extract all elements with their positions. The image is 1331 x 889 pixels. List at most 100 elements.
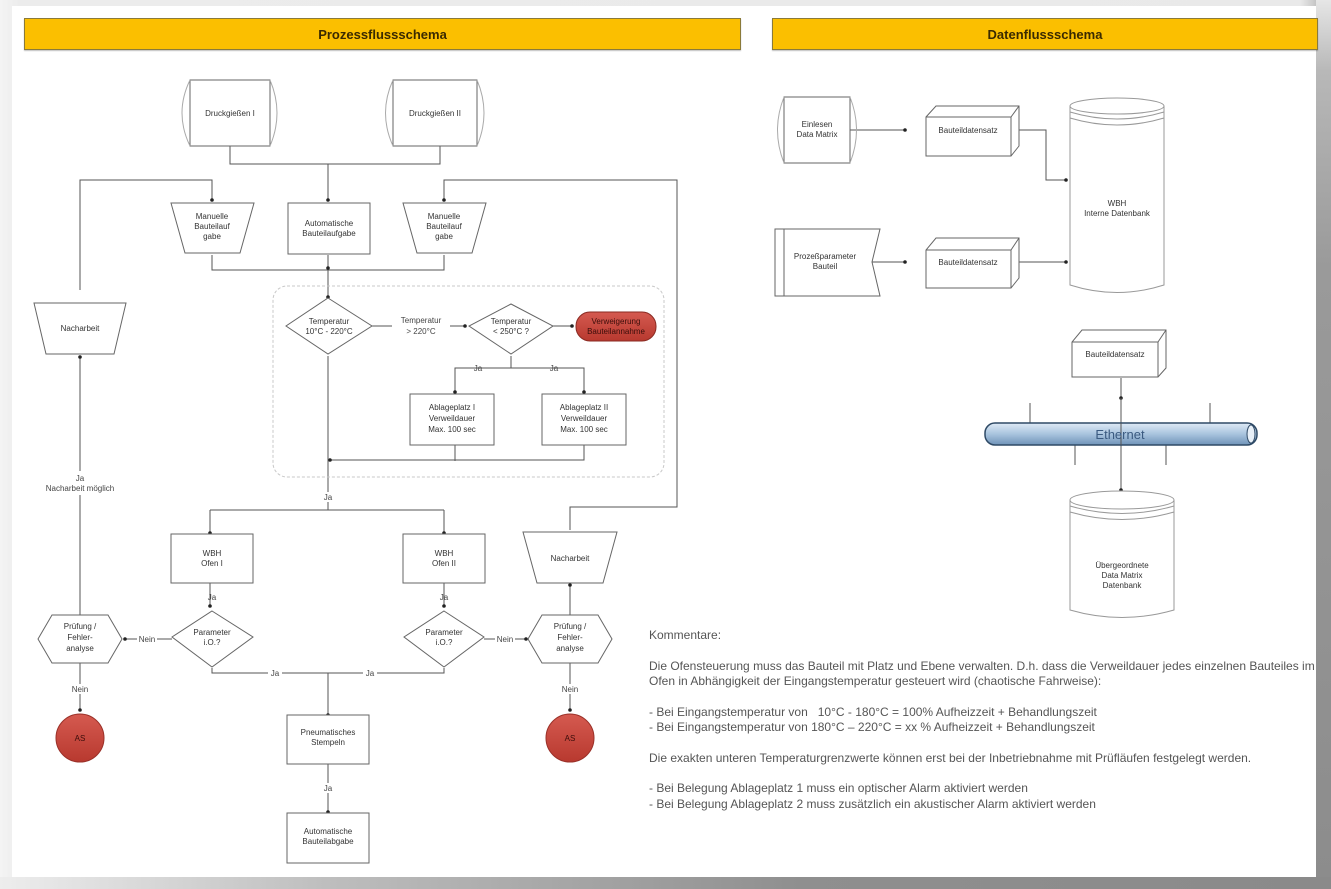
svg-text:Automatische: Automatische <box>304 827 353 836</box>
oven-1: WBH Ofen I <box>170 533 254 584</box>
svg-text:Übergeordnete: Übergeordnete <box>1095 561 1149 570</box>
comments-paragraph-1: Die Ofensteuerung muss das Bauteil mit P… <box>649 658 1315 689</box>
label-ja-param-1: Ja <box>208 593 217 602</box>
label-nein-param-1: Nein <box>139 635 155 644</box>
process-parameters: Prozeßparameter Bauteil <box>774 228 881 297</box>
svg-text:Interne Datenbank: Interne Datenbank <box>1084 209 1151 218</box>
svg-text:Ablageplatz II: Ablageplatz II <box>560 403 608 412</box>
auto-input-box: Automatische Bauteilaufgabe <box>287 202 371 255</box>
page-shadow-right <box>1316 0 1331 889</box>
scrap-terminal-right: AS <box>545 713 595 763</box>
svg-text:Verweigerung: Verweigerung <box>592 317 641 326</box>
svg-text:Prozeßparameter: Prozeßparameter <box>794 252 857 261</box>
svg-text:Temperatur: Temperatur <box>401 316 442 325</box>
reject-terminal: Verweigerung Bauteilannahme <box>575 311 657 342</box>
inspection-left: Prüfung / Fehler- analyse <box>37 614 123 664</box>
svg-text:Bauteil: Bauteil <box>813 262 838 271</box>
storage-slot-1: Ablageplatz I Verweildauer Max. 100 sec <box>409 393 495 446</box>
label-ja-param-2: Ja <box>440 593 449 602</box>
svg-text:Data Matrix: Data Matrix <box>797 130 838 139</box>
svg-text:WBH: WBH <box>203 549 222 558</box>
svg-text:Bauteildatensatz: Bauteildatensatz <box>1085 350 1144 359</box>
label-ja-merge-2: Ja <box>366 669 375 678</box>
comments-bullet-1: - Bei Eingangstemperatur von 10°C - 180°… <box>649 704 1097 719</box>
svg-text:analyse: analyse <box>66 644 94 653</box>
svg-text:i.O.?: i.O.? <box>436 638 453 647</box>
svg-text:gabe: gabe <box>203 232 221 241</box>
svg-text:Stempeln: Stempeln <box>311 738 345 747</box>
svg-text:10°C - 220°C: 10°C - 220°C <box>305 327 353 336</box>
rework-left: Nacharbeit <box>33 302 127 355</box>
inspection-right: Prüfung / Fehler- analyse <box>527 614 613 664</box>
ethernet-bus: Ethernet <box>984 422 1258 446</box>
decision-parameter-ok-1: Parameter i.O.? <box>171 610 254 668</box>
process-connectors <box>78 145 678 814</box>
comments-heading: Kommentare: <box>649 628 722 642</box>
drum-casting-2-label: Druckgießen II <box>409 109 461 118</box>
comments-section: Kommentare: Die Ofensteuerung muss das B… <box>649 628 1319 812</box>
parent-database: Übergeordnete Data Matrix Datenbank <box>1069 490 1175 618</box>
svg-text:i.O.?: i.O.? <box>204 638 221 647</box>
manual-input-left: Manuelle Bauteilauf gabe <box>170 202 255 254</box>
svg-text:Prüfung /: Prüfung / <box>64 622 97 631</box>
page-shadow-bottom <box>0 877 1331 889</box>
svg-text:Verweildauer: Verweildauer <box>561 414 608 423</box>
dataflow-connectors <box>849 128 1211 492</box>
ethernet-label: Ethernet <box>1095 427 1145 442</box>
svg-text:Bauteilauf: Bauteilauf <box>426 222 462 231</box>
svg-text:Ofen I: Ofen I <box>201 559 223 568</box>
svg-text:Manuelle: Manuelle <box>428 212 461 221</box>
svg-text:Temperatur: Temperatur <box>491 317 532 326</box>
comments-paragraph-2: Die exakten unteren Temperaturgrenzwerte… <box>649 750 1252 765</box>
label-ja-output: Ja <box>324 784 333 793</box>
svg-text:AS: AS <box>565 734 576 743</box>
comments-bullet-4: - Bei Belegung Ablageplatz 2 muss zusätz… <box>649 796 1096 811</box>
svg-text:Nacharbeit: Nacharbeit <box>551 554 590 563</box>
drum-casting-1-label: Druckgießen I <box>205 109 255 118</box>
oven-2: WBH Ofen II <box>402 533 486 584</box>
svg-text:< 250°C ?: < 250°C ? <box>493 327 529 336</box>
auto-output-box: Automatische Bauteilabgabe <box>286 812 370 864</box>
component-record-3: Bauteildatensatz <box>1071 329 1167 378</box>
manual-input-right: Manuelle Bauteilauf gabe <box>402 202 487 254</box>
comments-bullet-3: - Bei Belegung Ablageplatz 1 muss ein op… <box>649 781 1028 795</box>
comments-bullet-2: - Bei Eingangstemperatur von 180°C – 220… <box>649 720 1095 734</box>
svg-text:Bauteilannahme: Bauteilannahme <box>587 327 645 336</box>
svg-text:Temperatur: Temperatur <box>309 317 350 326</box>
label-ja-rework: Ja <box>76 474 85 483</box>
svg-text:Parameter: Parameter <box>425 628 463 637</box>
svg-text:Nacharbeit: Nacharbeit <box>61 324 100 333</box>
component-record-2: Bauteildatensatz <box>925 237 1020 289</box>
label-nein-inspection-2: Nein <box>562 685 578 694</box>
svg-text:Pneumatisches: Pneumatisches <box>301 728 356 737</box>
svg-text:WBH: WBH <box>1108 199 1127 208</box>
svg-text:Einlesen: Einlesen <box>802 120 833 129</box>
scrap-terminal-left: AS <box>55 713 105 763</box>
pneumatic-stamping: Pneumatisches Stempeln <box>286 714 370 765</box>
svg-text:Manuelle: Manuelle <box>196 212 229 221</box>
storage-slot-2: Ablageplatz II Verweildauer Max. 100 sec <box>541 393 627 446</box>
temperature-check-group <box>272 285 665 478</box>
svg-text:Ofen II: Ofen II <box>432 559 456 568</box>
svg-text:Automatische: Automatische <box>305 219 354 228</box>
decision-temperature-limit: Temperatur < 250°C ? <box>468 303 554 355</box>
svg-text:Data Matrix: Data Matrix <box>1102 571 1143 580</box>
label-ja-storage-1: Ja <box>474 364 483 373</box>
svg-text:Datenbank: Datenbank <box>1103 581 1143 590</box>
data-flow-banner: Datenflussschema <box>772 18 1318 50</box>
svg-text:Bauteilaufgabe: Bauteilaufgabe <box>302 229 356 238</box>
process-flow-banner: Prozessflussschema <box>24 18 741 50</box>
svg-text:Fehler-: Fehler- <box>67 633 93 642</box>
label-ja-storage-2: Ja <box>550 364 559 373</box>
svg-text:AS: AS <box>75 734 86 743</box>
label-rework-possible: Nacharbeit möglich <box>46 484 114 493</box>
edge-label-temp-high: Temperatur > 220°C <box>392 314 450 338</box>
svg-text:Bauteildatensatz: Bauteildatensatz <box>938 258 997 267</box>
svg-text:WBH: WBH <box>435 549 454 558</box>
rework-right: Nacharbeit <box>522 531 618 584</box>
svg-text:> 220°C: > 220°C <box>406 327 435 336</box>
label-ja-merge-1: Ja <box>271 669 280 678</box>
svg-text:Bauteilabgabe: Bauteilabgabe <box>302 837 354 846</box>
svg-text:gabe: gabe <box>435 232 453 241</box>
